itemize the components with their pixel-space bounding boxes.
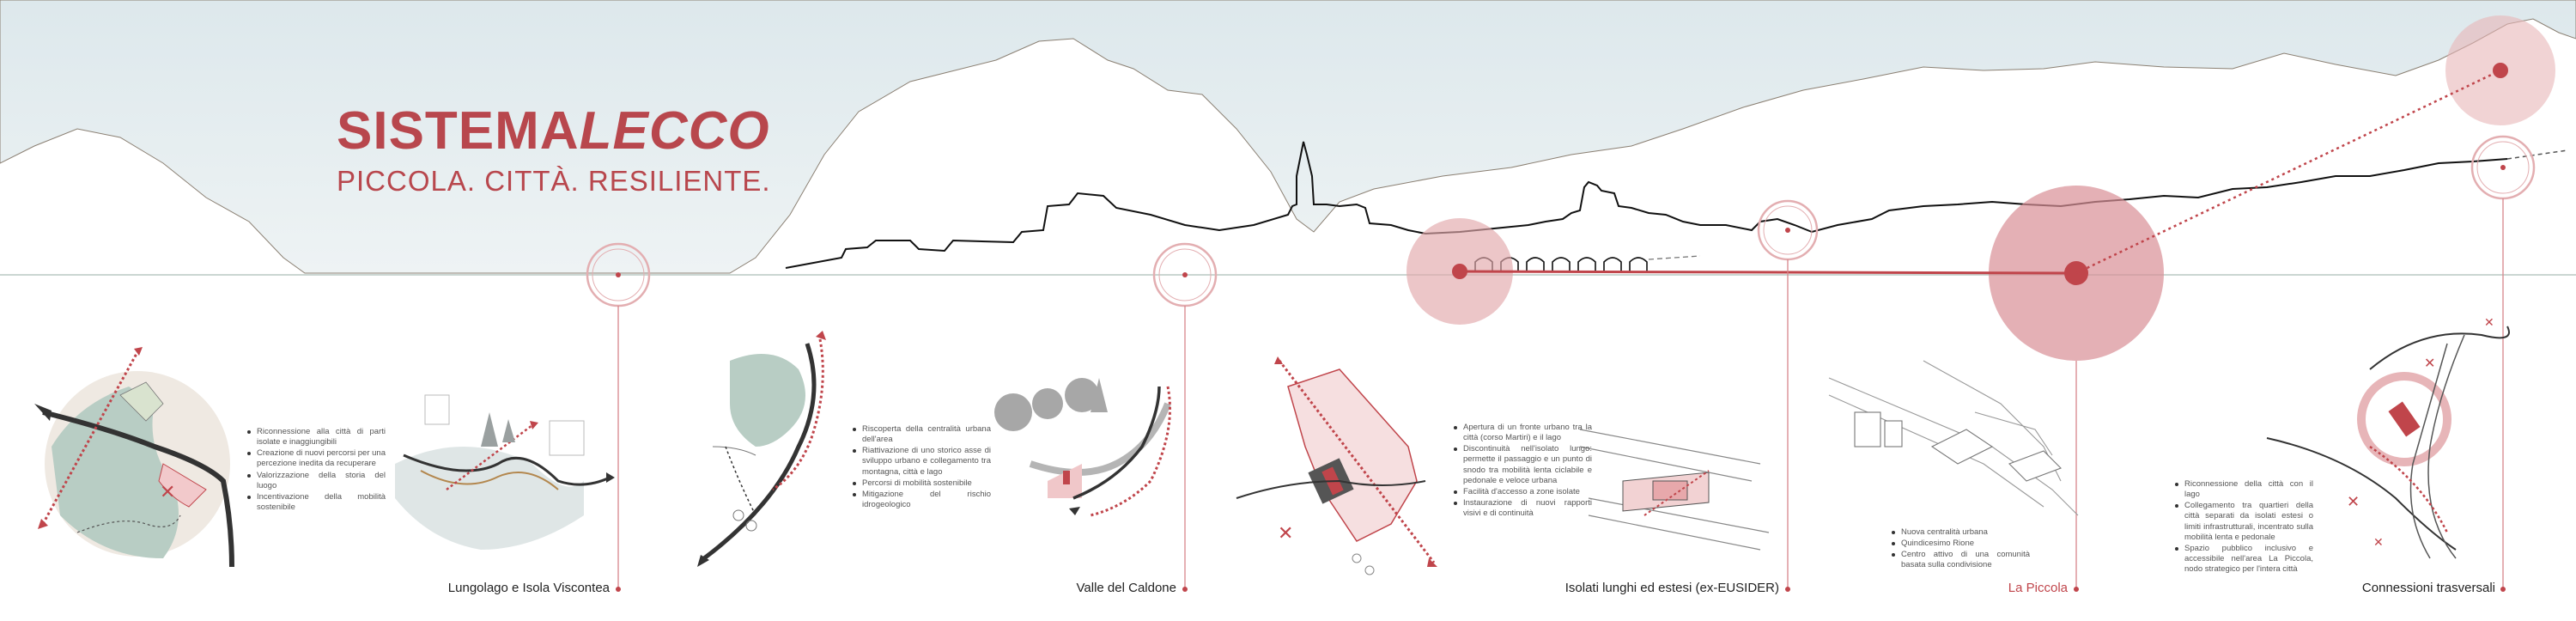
list-item: Riattivazione di uno storico asse di svi… [853, 446, 991, 477]
section-label-connessioni[interactable]: Connessioni trasversali [2361, 581, 2495, 595]
list-item: Apertura di un fronte urbano tra la citt… [1454, 423, 1592, 443]
list-item: Percorsi di mobilità sostenibile [853, 478, 991, 489]
list-item: Quindicesimo Rione [1892, 539, 2030, 549]
mountain-silhouette [0, 0, 2576, 274]
section-label-la-piccola[interactable]: La Piccola [2008, 581, 2068, 595]
title-block: SISTEMALECCO PICCOLA. CITTÀ. RESILIENTE. [337, 105, 771, 198]
skyline-dashed-extension [2506, 149, 2568, 160]
caldone-perspective-diagram [994, 378, 1171, 517]
svg-text:✕: ✕ [2484, 316, 2494, 330]
list-item: Creazione di nuovi percorsi per una perc… [247, 448, 386, 469]
list-item: Collegamento tra quartieri della città s… [2175, 501, 2313, 542]
list-item: Nuova centralità urbana [1892, 527, 2030, 538]
connessioni-plan-diagram: ✕ ✕ ✕ ✕ [2266, 316, 2510, 559]
svg-text:✕: ✕ [2347, 493, 2360, 511]
section-label-eusider[interactable]: Isolati lunghi ed estesi (ex-EUSIDER) [1564, 581, 1779, 595]
eusider-plan-diagram: ✕ [1236, 356, 1437, 575]
marker-connessioni-trasversali[interactable] [2470, 135, 2536, 200]
eusider-bullets: Apertura di un fronte urbano tra la citt… [1451, 423, 1592, 520]
title-italic: LECCO [579, 101, 770, 161]
svg-text:✕: ✕ [160, 482, 175, 503]
svg-text:✕: ✕ [1278, 523, 1293, 545]
caldone-bullets: Riscoperta della centralità urbana dell'… [850, 424, 991, 511]
arcade-dashed-line [1648, 255, 1701, 260]
eusider-perspective-diagram [1579, 429, 1770, 551]
svg-text:✕: ✕ [2424, 355, 2435, 371]
caldone-plan-diagram [697, 331, 826, 567]
lungolago-bullets: Riconnessione alla città di parti isolat… [245, 427, 386, 514]
section-label-lungolago[interactable]: Lungolago e Isola Viscontea [447, 581, 610, 595]
list-item: Riconnessione alla città di parti isolat… [247, 427, 386, 447]
title-bold: SISTEMA [337, 101, 580, 161]
connessioni-bullets: Riconnessione della città con il lago Co… [2172, 479, 2313, 575]
eusider-piccola-link [1459, 270, 2077, 275]
city-skyline [785, 141, 2508, 269]
page-subtitle: PICCOLA. CITTÀ. RESILIENTE. [337, 165, 771, 197]
page-title: SISTEMALECCO [337, 105, 771, 158]
list-item: Valorizzazione della storia del luogo [247, 470, 386, 490]
list-item: Spazio pubblico inclusivo e accessibile … [2175, 543, 2313, 575]
section-leaders [617, 198, 2504, 588]
leader-end-dots [616, 587, 2506, 592]
list-item: Riconnessione della città con il lago [2175, 479, 2313, 500]
list-item: Incentivazione della mobilità sostenibil… [247, 491, 386, 513]
lungolago-plan-diagram: ✕ [34, 347, 234, 568]
list-item: Mitigazione del rischio idrogeologico [853, 489, 991, 510]
list-item: Riscoperta della centralità urbana dell'… [853, 424, 991, 445]
list-item: Discontinuità nell'isolato lungo: permet… [1454, 444, 1592, 485]
lungolago-perspective-diagram [395, 394, 615, 550]
list-item: Centro attivo di una comunità basata sul… [1892, 550, 2030, 570]
section-label-caldone[interactable]: Valle del Caldone [1076, 581, 1176, 595]
piccola-mountain-dotted-link [2075, 69, 2501, 275]
la-piccola-axonometric [1828, 360, 2079, 516]
list-item: Facilità d'accesso a zone isolate [1454, 487, 1592, 497]
la-piccola-bullets: Nuova centralità urbana Quindicesimo Rio… [1889, 527, 2030, 572]
list-item: Instaurazione di nuovi rapporti visivi e… [1454, 498, 1592, 519]
svg-text:✕: ✕ [2373, 536, 2384, 550]
